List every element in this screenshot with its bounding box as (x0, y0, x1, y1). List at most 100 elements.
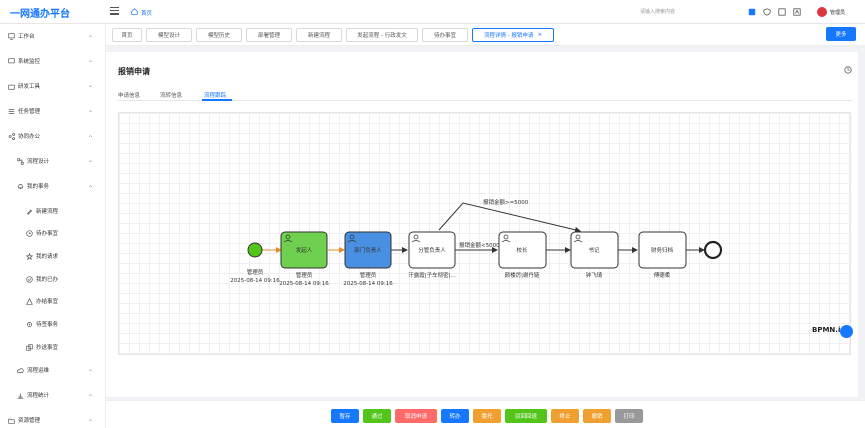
search-input[interactable]: 请输入搜索内容 (640, 9, 676, 15)
sidebar-item-flow-design[interactable]: 流程设计 (17, 155, 49, 167)
sidebar-item-finished[interactable]: 办结事宜 (26, 295, 58, 307)
sidebar-item-flow-stats[interactable]: 流程统计 (17, 389, 49, 401)
sidebar-item-todo[interactable]: 待办事宜 (26, 227, 58, 239)
cancel-request-button[interactable]: 取消申请 (395, 409, 437, 423)
bpmn-canvas[interactable]: 报销金额>=5000 报销金额<5000 管理员 2025-08-14 09:1… (118, 112, 851, 355)
save-draft-button[interactable]: 暂存 (331, 409, 359, 423)
star-icon (26, 252, 33, 260)
chevron-down-icon (88, 394, 93, 397)
approve-button[interactable]: 通过 (363, 409, 391, 423)
check-icon (26, 275, 33, 283)
task-dept-head-time: 2025-08-14 09:16 (343, 281, 393, 287)
more-button[interactable]: 更多 (826, 27, 856, 41)
tab-todo[interactable]: 待办事宜 (422, 28, 468, 42)
sidebar-item-new-flow[interactable]: 新建流程 (26, 205, 58, 217)
start-event[interactable] (247, 242, 263, 258)
tab-model-history[interactable]: 模型历史 (196, 28, 242, 42)
sidebar-item-to-sign[interactable]: 待签事务 (26, 318, 58, 330)
shield-icon[interactable] (763, 8, 771, 16)
avatar[interactable] (817, 7, 827, 17)
transfer-button[interactable]: 转办 (441, 409, 469, 423)
content-card: 报销申请 申请信息 流转信息 流程跟踪 报销金额> (106, 52, 858, 397)
task-leader[interactable] (408, 231, 456, 269)
chevron-down-icon (88, 419, 93, 422)
task-initiator-name: 发起人 (296, 246, 313, 254)
chevron-down-icon (88, 60, 93, 63)
page-title: 报销申请 (118, 67, 150, 76)
reject-back-button[interactable]: 驳回回退 (505, 409, 547, 423)
tab-new-flow[interactable]: 新建流程 (296, 28, 342, 42)
copy-icon (26, 343, 33, 351)
print-button[interactable]: 打印 (615, 409, 643, 423)
sidebar-item-monitor[interactable]: 系统监控 (8, 55, 40, 67)
sidebar-item-label: 流程运维 (27, 368, 50, 374)
sidebar-item-label: 新建流程 (36, 209, 59, 215)
subtab-flow-info[interactable]: 流转信息 (160, 93, 183, 99)
history-icon[interactable] (844, 66, 852, 74)
task-secretary[interactable] (570, 231, 619, 269)
user-icon (283, 234, 293, 243)
subtab-apply-info[interactable]: 申请信息 (118, 93, 141, 99)
sidebar-item-cc[interactable]: 抄送事宜 (26, 341, 58, 353)
subtab-divider (118, 100, 852, 101)
sidebar-item-resources[interactable]: 资源管理 (8, 414, 40, 426)
delegate-button[interactable]: 委托 (473, 409, 501, 423)
task-initiator-assignee: 管理员 (296, 271, 313, 279)
tab-flow-detail[interactable]: 流程详情 - 报销申请 × (472, 28, 554, 42)
task-finance-assignee: 傅德柔 (654, 271, 671, 279)
subtab-flow-trace[interactable]: 流程跟踪 (204, 93, 227, 99)
sidebar-item-label: 我的已办 (36, 277, 59, 283)
close-icon[interactable]: × (537, 32, 543, 38)
tab-deploy[interactable]: 部署管理 (246, 28, 292, 42)
pen-icon (26, 209, 33, 215)
task-dept-head-assignee: 管理员 (360, 271, 377, 279)
sidebar-item-collab[interactable]: 协同办公 (8, 130, 40, 142)
task-dept-head[interactable] (344, 231, 392, 269)
bpmn-diagram: 报销金额>=5000 报销金额<5000 管理员 2025-08-14 09:1… (230, 198, 723, 287)
tab-model-design[interactable]: 模型设计 (146, 28, 192, 42)
sidebar-item-flow-ops[interactable]: 流程运维 (17, 364, 49, 376)
chevron-down-icon (88, 35, 93, 38)
chevron-up-icon (88, 135, 93, 138)
end-event[interactable] (703, 240, 723, 260)
task-dept-head-name: 部门负责人 (354, 246, 382, 254)
task-secretary-assignee: 钟飞琦 (586, 271, 603, 279)
terminate-button[interactable]: 终止 (551, 409, 579, 423)
task-principal[interactable] (498, 231, 547, 269)
github-icon[interactable] (748, 8, 756, 16)
sidebar-item-my-requests[interactable]: 我的请求 (26, 250, 58, 262)
task-leader-name: 分管负责人 (418, 246, 446, 254)
chevron-down-icon (88, 369, 93, 372)
menu-toggle-icon[interactable] (110, 7, 119, 15)
task-principal-assignee: 颜楼厉|谢丹链 (505, 271, 540, 279)
sidebar-item-my-done[interactable]: 我的已办 (26, 273, 58, 285)
sidebar-item-label: 我的请求 (36, 254, 59, 260)
chevron-down-icon (88, 160, 93, 163)
sidebar-item-label: 协同办公 (18, 134, 41, 140)
top-header: 一网通办平台 首页 请输入搜索内容 管理员 (0, 0, 865, 24)
condition-low-label: 报销金额<5000 (459, 241, 500, 249)
fullscreen-icon[interactable] (778, 8, 786, 16)
breadcrumb-home[interactable]: 首页 (141, 11, 153, 17)
font-size-icon[interactable] (793, 8, 801, 16)
revoke-button[interactable]: 撤销 (583, 409, 611, 423)
chevron-up-icon (88, 185, 93, 188)
settings-fab-icon[interactable] (840, 325, 853, 338)
sidebar-item-label: 系统监控 (18, 59, 41, 65)
monitor-icon (8, 32, 15, 40)
chevron-down-icon (88, 85, 93, 88)
task-finance[interactable] (638, 231, 687, 269)
tab-home[interactable]: 首页 (112, 28, 142, 42)
tab-start-flow[interactable]: 发起流程 - 行政发文 (346, 28, 418, 42)
sidebar-item-label: 抄送事宜 (36, 345, 59, 351)
sidebar-item-my-affairs[interactable]: 我的事务 (17, 180, 49, 192)
sidebar-item-devtools[interactable]: 研发工具 (8, 80, 40, 92)
sidebar-item-tasks[interactable]: 任务管理 (8, 105, 40, 117)
action-bar: 暂存 通过 取消申请 转办 委托 驳回回退 终止 撤销 打印 (106, 400, 865, 428)
task-initiator[interactable] (280, 231, 328, 269)
start-assignee: 管理员 (247, 268, 264, 276)
flow-icon (17, 157, 24, 165)
tabs-bar: 首页 模型设计 模型历史 部署管理 新建流程 发起流程 - 行政发文 待办事宜 … (106, 24, 865, 46)
user-name[interactable]: 管理员 (830, 10, 846, 16)
sidebar-item-workbench[interactable]: 工作台 (8, 30, 35, 42)
